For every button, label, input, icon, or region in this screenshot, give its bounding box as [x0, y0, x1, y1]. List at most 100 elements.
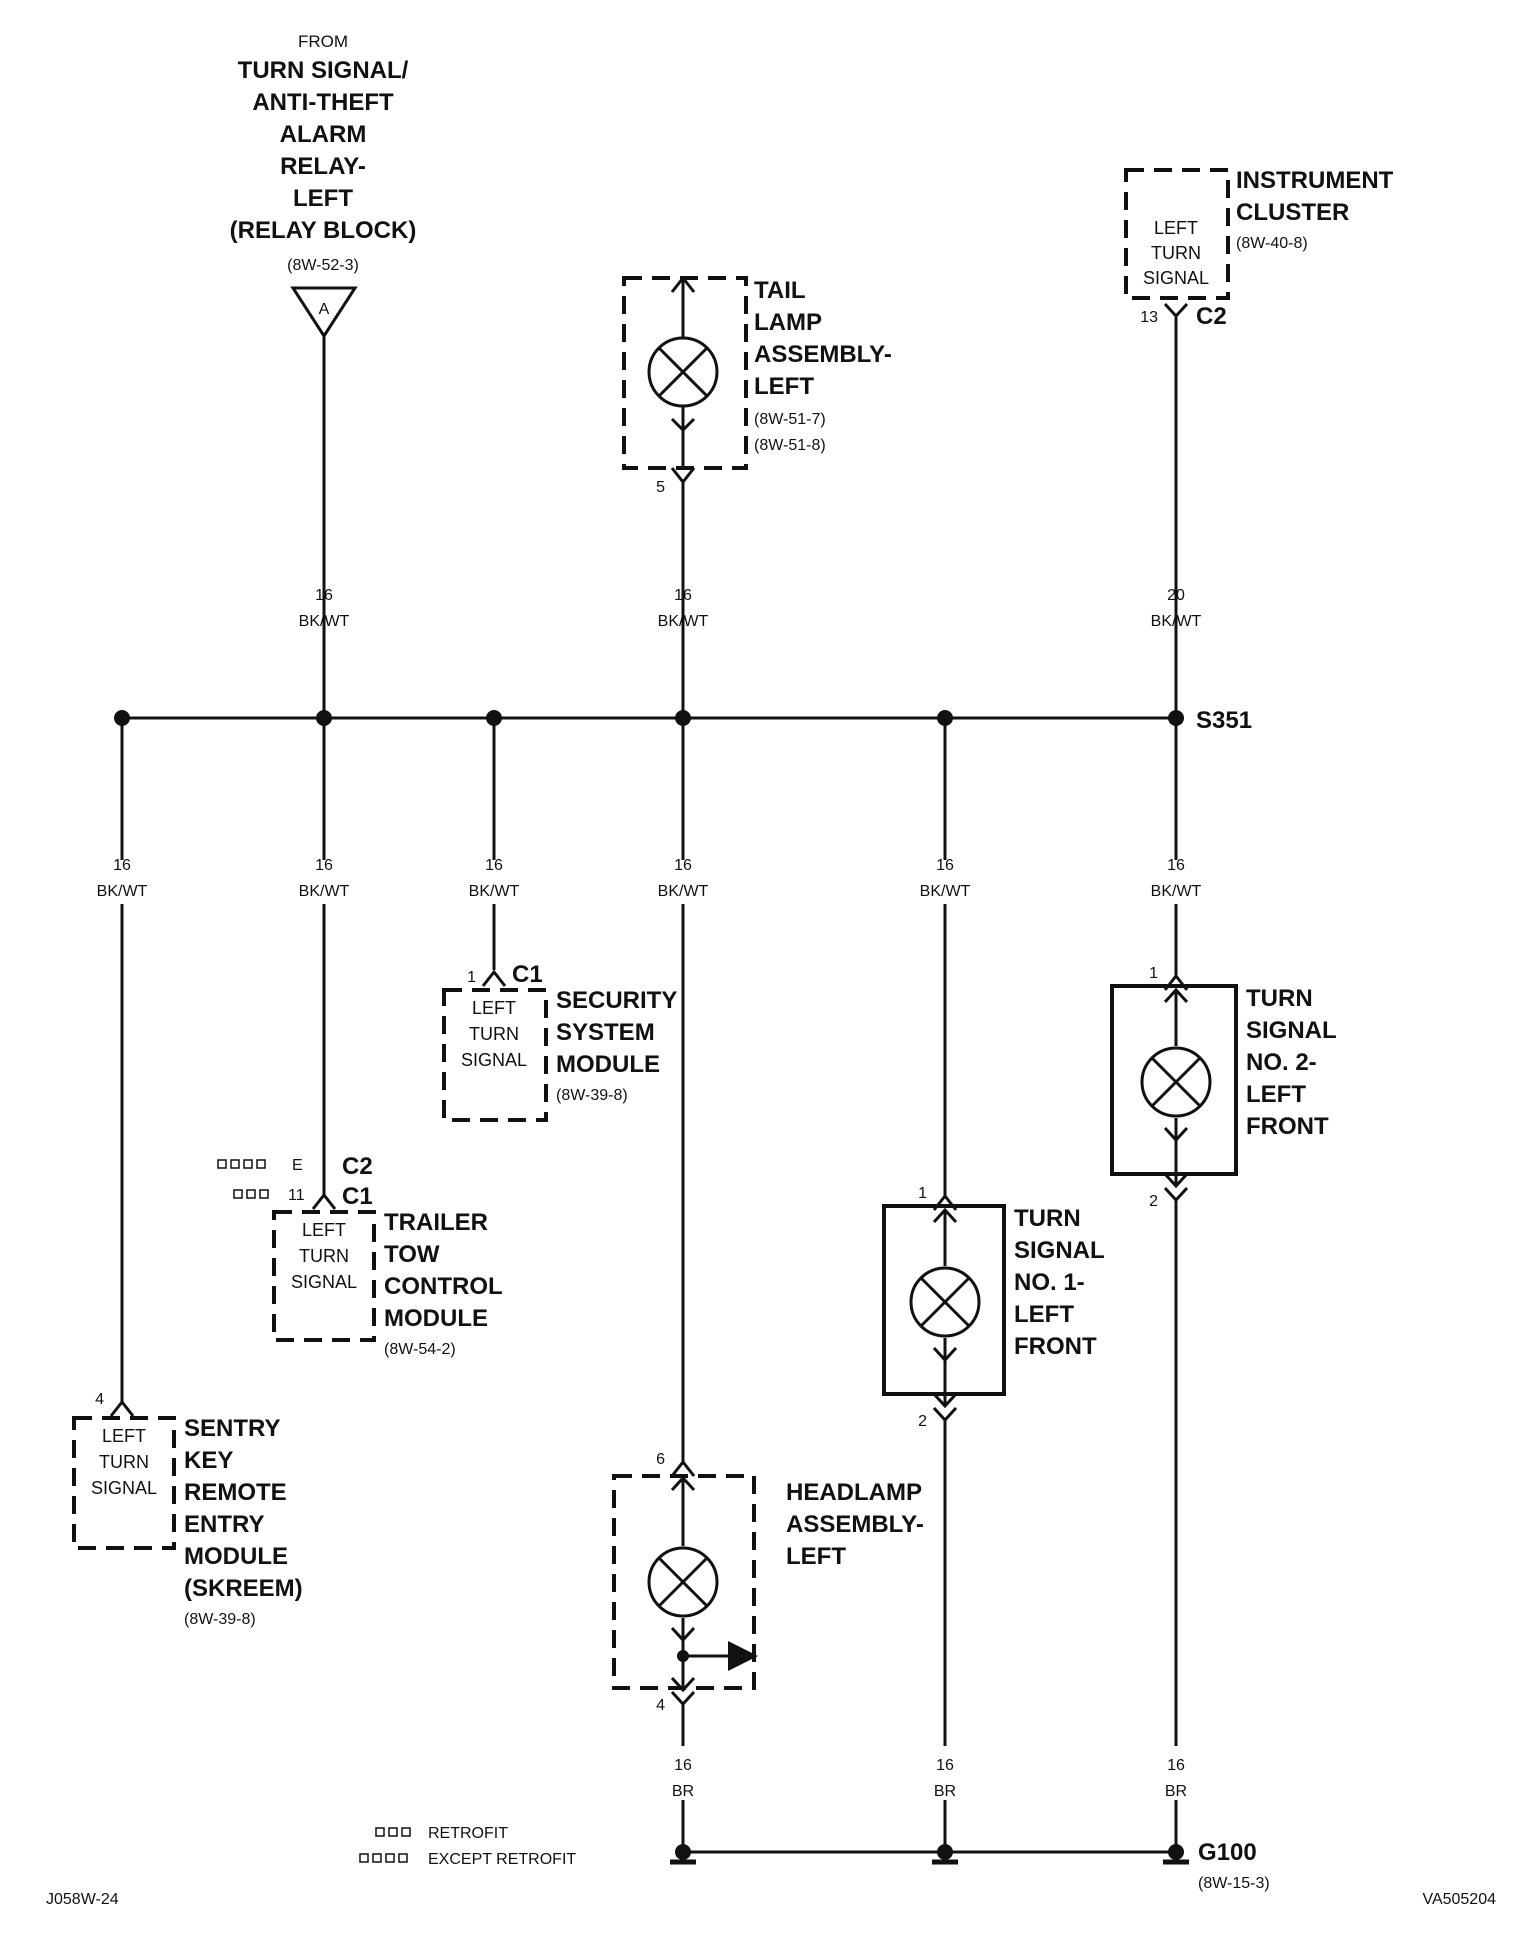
turn-signal-2-name: TURN	[1246, 985, 1313, 1012]
source-ref: (8W-52-3)	[287, 257, 359, 274]
turn-signal-2-name: FRONT	[1246, 1113, 1329, 1140]
legend-except-retrofit: EXCEPT RETROFIT	[428, 1851, 576, 1868]
branch-wire-labels: 16 BK/WT 16 BK/WT 16 BK/WT 16 BK/WT 16 B…	[97, 857, 1202, 900]
except-retrofit-marker-icon	[217, 1159, 266, 1169]
wire-gauge: 16	[674, 1757, 692, 1774]
sentry-inner-text: LEFT	[102, 1426, 146, 1446]
tail-lamp-pin: 5	[656, 479, 665, 496]
wire-gauge: 16	[936, 1757, 954, 1774]
wire-gauge: 16	[936, 857, 954, 874]
cluster-inner-text: SIGNAL	[1143, 268, 1209, 288]
sentry-name: REMOTE	[184, 1479, 287, 1506]
wire-color: BK/WT	[920, 883, 971, 900]
lamp-icon	[909, 1266, 981, 1338]
connector-male-icon	[670, 1459, 696, 1477]
tail-lamp-name: LAMP	[754, 309, 822, 336]
wire-gauge: 16	[315, 857, 333, 874]
wire-color: BK/WT	[299, 883, 350, 900]
wire-gauge: 16	[315, 587, 333, 604]
turn-signal-2-name: SIGNAL	[1246, 1017, 1337, 1044]
tail-lamp-assembly: TAIL LAMP ASSEMBLY- LEFT (8W-51-7) (8W-5…	[622, 275, 892, 496]
connector-letter: A	[319, 301, 330, 318]
wire-gauge: 16	[113, 857, 131, 874]
source-name-line: (RELAY BLOCK)	[230, 217, 417, 244]
wire-color: BK/WT	[97, 883, 148, 900]
wire-gauge: 16	[1167, 857, 1185, 874]
headlamp-name: HEADLAMP	[786, 1479, 922, 1506]
wire-color: BK/WT	[469, 883, 520, 900]
trailer-name: TRAILER	[384, 1209, 488, 1236]
headlamp-name: LEFT	[786, 1543, 846, 1570]
security-inner-text: SIGNAL	[461, 1050, 527, 1070]
cluster-ref: (8W-40-8)	[1236, 235, 1308, 252]
trailer-connector-except-retrofit: C2	[342, 1153, 373, 1180]
connector-male-icon	[109, 1399, 135, 1417]
sentry-name: ENTRY	[184, 1511, 264, 1538]
cluster-inner-text: LEFT	[1154, 218, 1198, 238]
turn-signal-no1-left-front: 1 2 TURN SIGNAL NO. 1- LEFT FRONT	[882, 1185, 1105, 1430]
wire-color: BK/WT	[1151, 883, 1202, 900]
ground-symbol-icon	[932, 1844, 958, 1865]
sentry-name: (SKREEM)	[184, 1575, 303, 1602]
security-name: MODULE	[556, 1051, 660, 1078]
security-inner-text: LEFT	[472, 998, 516, 1018]
cluster-pin: 13	[1140, 309, 1158, 326]
security-system-module: 1 C1 LEFT TURN SIGNAL SECURITY SYSTEM MO…	[442, 961, 677, 1122]
security-ref: (8W-39-8)	[556, 1087, 628, 1104]
wire-color: BK/WT	[1151, 613, 1202, 630]
ground-wire-labels: 16 BR 16 BR 16 BR	[660, 1752, 1199, 1800]
wire-gauge: 16	[485, 857, 503, 874]
source-name-line: LEFT	[293, 185, 353, 212]
tail-lamp-ref: (8W-51-7)	[754, 411, 826, 428]
tail-lamp-name: LEFT	[754, 373, 814, 400]
tail-lamp-name: ASSEMBLY-	[754, 341, 892, 368]
ground-symbol-icon	[1163, 1844, 1189, 1865]
legend-retrofit: RETROFIT	[428, 1825, 508, 1842]
wire-color: BK/WT	[299, 613, 350, 630]
sentry-name: KEY	[184, 1447, 233, 1474]
lamp-icon	[647, 336, 719, 408]
trailer-inner-text: TURN	[299, 1246, 349, 1266]
headlamp-assembly-left: 6 4 HEADLAMP ASSEMBLY- LEFT	[612, 1451, 924, 1714]
turn-signal-2-pin: 2	[1149, 1193, 1158, 1210]
sentry-name: MODULE	[184, 1543, 288, 1570]
cluster-connector: C2	[1196, 303, 1227, 330]
turn-signal-1-name: LEFT	[1014, 1301, 1074, 1328]
security-pin: 1	[467, 969, 476, 986]
retrofit-marker-icon	[375, 1827, 411, 1837]
ground-label: G100	[1198, 1839, 1257, 1866]
turn-signal-no2-left-front: 1 2 TURN SIGNAL NO. 2- LEFT FRONT	[1110, 965, 1337, 1210]
wire-color: BK/WT	[658, 613, 709, 630]
ground-bus: G100 (8W-15-3)	[670, 1839, 1270, 1892]
trailer-ref: (8W-54-2)	[384, 1341, 456, 1358]
connector-male-icon	[481, 969, 507, 987]
wire-color: BK/WT	[658, 883, 709, 900]
connector-female-icon	[1163, 302, 1189, 319]
trailer-connector-retrofit: C1	[342, 1183, 373, 1210]
tail-lamp-name: TAIL	[754, 277, 806, 304]
wire-gauge: 16	[674, 857, 692, 874]
security-name: SECURITY	[556, 987, 677, 1014]
lamp-icon	[1140, 1046, 1212, 1118]
turn-signal-1-name: TURN	[1014, 1205, 1081, 1232]
wire-gauge: 16	[1167, 1757, 1185, 1774]
trailer-tow-control-module: E C2 11 C1 LEFT TURN SIGNAL TRAILER TOW …	[217, 1153, 503, 1358]
cluster-inner-text: TURN	[1151, 243, 1201, 263]
top-wire-labels: 16 BK/WT 16 BK/WT 20 BK/WT	[299, 587, 1202, 630]
source-name-line: ALARM	[280, 121, 367, 148]
headlamp-pin: 6	[656, 1451, 665, 1468]
wire-color: BR	[672, 1783, 694, 1800]
turn-signal-1-name: FRONT	[1014, 1333, 1097, 1360]
footer-right-code: VA505204	[1422, 1891, 1496, 1908]
security-inner-text: TURN	[469, 1024, 519, 1044]
ground-ref: (8W-15-3)	[1198, 1875, 1270, 1892]
source-from-label: FROM	[298, 32, 348, 51]
legend: RETROFIT EXCEPT RETROFIT	[359, 1825, 576, 1868]
connector-male-icon	[311, 1192, 337, 1210]
wire-gauge: 20	[1167, 587, 1185, 604]
splice-label: S351	[1196, 707, 1252, 734]
trailer-name: TOW	[384, 1241, 440, 1268]
retrofit-marker-icon	[233, 1189, 269, 1199]
sentry-inner-text: SIGNAL	[91, 1478, 157, 1498]
headlamp-pin: 4	[656, 1697, 665, 1714]
